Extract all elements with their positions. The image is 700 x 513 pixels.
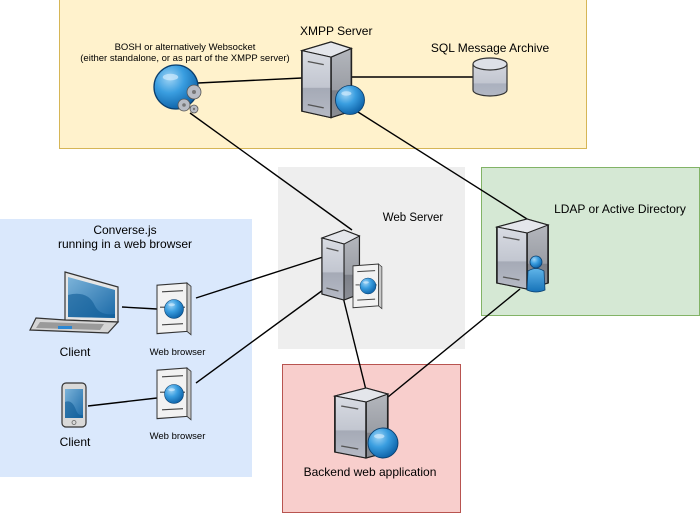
web-server-icon[interactable]: [321, 229, 383, 310]
tablet-icon[interactable]: [61, 382, 87, 428]
connection-bosh-webserver: [189, 112, 353, 231]
connection-xmpp-ldap: [357, 111, 528, 220]
bosh-label-line2: (either standalone, or as part of the XM…: [80, 53, 290, 64]
connection-tablet-browser2: [87, 397, 158, 407]
web-server-zone: [278, 167, 465, 349]
laptop-client-label: Client: [59, 345, 91, 359]
user-icon: [526, 255, 546, 293]
ldap-server-icon[interactable]: [496, 218, 549, 293]
browser-2-label: Web browser: [149, 431, 206, 442]
web-server-title: Web Server: [382, 212, 444, 224]
web-browser-icon-2[interactable]: [156, 367, 192, 421]
connection-backend-ldap: [387, 288, 521, 398]
globe-gears-icon[interactable]: [154, 65, 201, 113]
xmpp-server-label: XMPP Server: [300, 24, 373, 38]
client-zone-title-line1: Converse.js: [93, 223, 157, 237]
client-zone: [0, 219, 252, 477]
web-browser-icon-1[interactable]: [156, 282, 192, 336]
sql-archive-label: SQL Message Archive: [430, 41, 550, 55]
backend-server-icon[interactable]: [334, 387, 398, 458]
browser-1-label: Web browser: [149, 347, 206, 358]
ldap-title: LDAP or Active Directory: [554, 202, 686, 216]
connection-browser1-webserver: [195, 256, 324, 299]
laptop-icon[interactable]: [29, 271, 120, 334]
database-icon[interactable]: [472, 57, 508, 97]
client-zone-title-line2: running in a web browser: [57, 237, 193, 251]
connection-browser2-webserver: [195, 289, 324, 384]
connection-webserver-backend: [342, 296, 367, 391]
backend-title: Backend web application: [303, 465, 437, 479]
connection-bosh-xmpp: [197, 77, 303, 84]
tablet-client-label: Client: [59, 435, 91, 449]
bosh-label-line1: BOSH or alternatively Websocket: [114, 42, 256, 53]
connection-laptop-browser1: [121, 306, 158, 310]
xmpp-server-icon[interactable]: [301, 41, 365, 118]
